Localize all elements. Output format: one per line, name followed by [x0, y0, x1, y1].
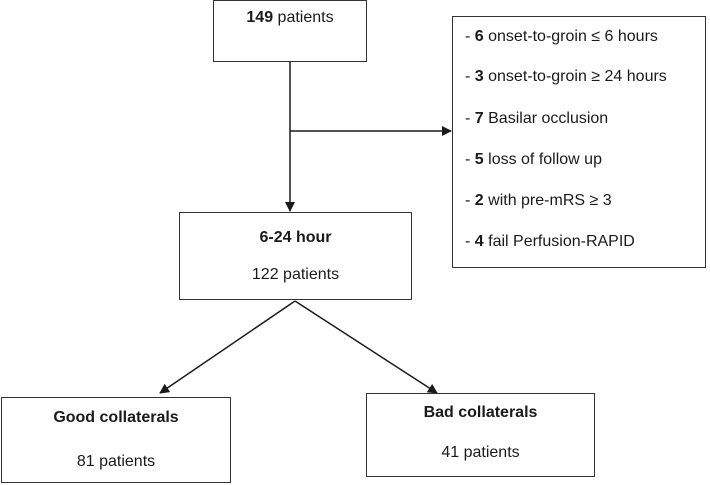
good-title: Good collaterals — [53, 409, 179, 426]
arrow-to-bad — [294, 300, 438, 394]
window-6-24-box: 6-24 hour 122 patients — [179, 212, 412, 300]
arrow-to-good — [159, 300, 296, 394]
exclusion-item: - 3 onset-to-groin ≥ 24 hours — [465, 68, 667, 85]
bad-count: 41 patients — [441, 444, 520, 461]
window-count: 122 patients — [251, 266, 340, 283]
good-collaterals-box: Good collaterals 81 patients — [1, 397, 231, 483]
exclusions-box: - 6 onset-to-groin ≤ 6 hours - 3 onset-t… — [452, 16, 706, 268]
bad-title: Bad collaterals — [423, 404, 538, 421]
exclusion-item: - 7 Basilar occlusion — [465, 110, 609, 127]
exclusion-item: - 4 fail Perfusion-RAPID — [465, 233, 635, 250]
bad-collaterals-box: Bad collaterals 41 patients — [366, 393, 595, 477]
total-patients-text: 149 patients — [214, 9, 366, 27]
good-count: 81 patients — [76, 453, 156, 470]
total-patients-box: 149 patients — [213, 0, 367, 62]
exclusion-item: - 5 loss of follow up — [465, 151, 602, 168]
total-count: 149 — [246, 9, 274, 26]
total-label: patients — [273, 9, 334, 26]
exclusion-item: - 2 with pre-mRS ≥ 3 — [465, 192, 612, 209]
window-title: 6-24 hour — [259, 229, 332, 246]
exclusion-item: - 6 onset-to-groin ≤ 6 hours — [465, 28, 658, 45]
